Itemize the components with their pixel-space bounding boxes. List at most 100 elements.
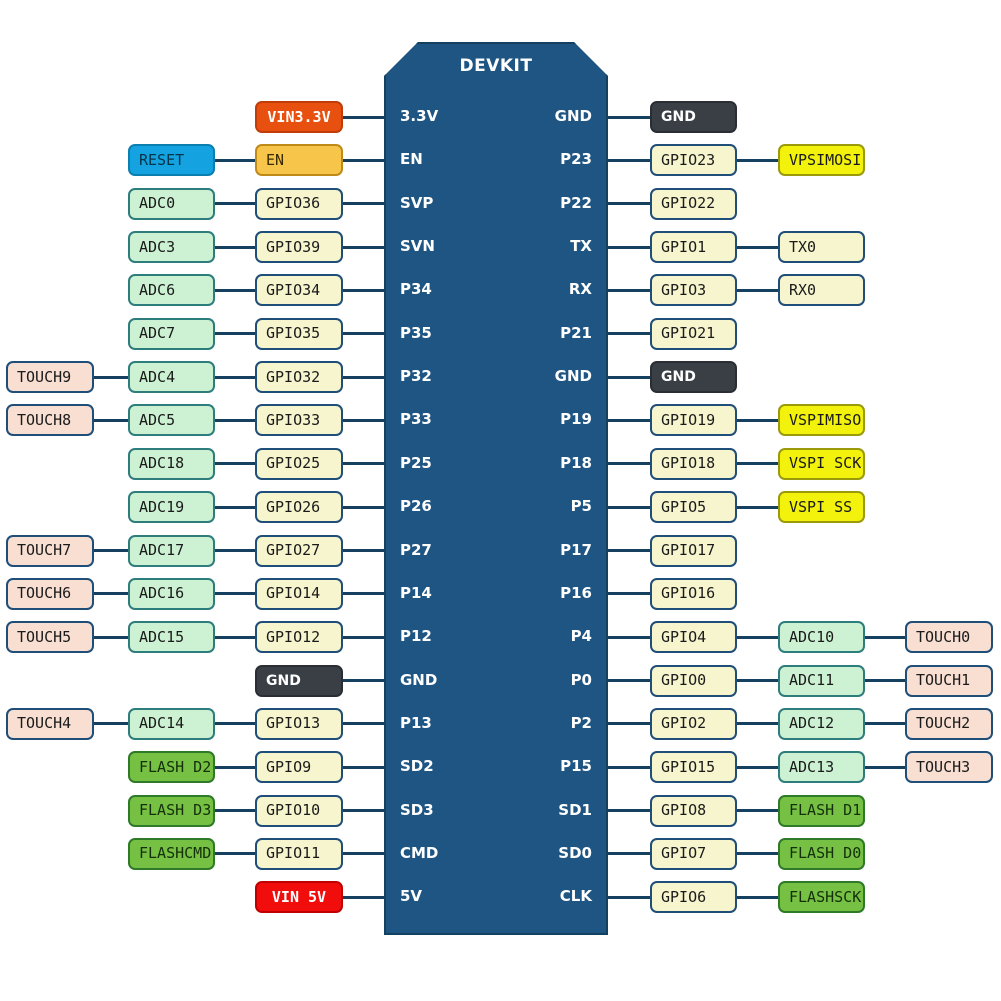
right-gpio-box-gpio8[interactable]: GPIO8 — [650, 794, 737, 827]
left-gpio-box-gpio26[interactable]: GPIO26 — [255, 491, 343, 524]
box-label: TOUCH5 — [17, 627, 72, 646]
left-func-box-adc16[interactable]: ADC16 — [128, 577, 215, 610]
box-label: FLASH D1 — [789, 801, 862, 820]
left-touch-box-touch8[interactable]: TOUCH8 — [6, 404, 94, 437]
right-gpio-box-gpio1[interactable]: GPIO1 — [650, 231, 737, 264]
right-func-box-vspimiso[interactable]: VSPIMISO — [778, 404, 865, 437]
right-func-box-vpsimosi[interactable]: VPSIMOSI — [778, 144, 865, 177]
box-label: GPIO7 — [661, 844, 707, 863]
box-label: GND — [266, 672, 301, 689]
right-gpio-box-gpio7[interactable]: GPIO7 — [650, 837, 737, 870]
left-gpio-box-gpio33[interactable]: GPIO33 — [255, 404, 343, 437]
left-func-box-adc14[interactable]: ADC14 — [128, 707, 215, 740]
right-gpio-box-gpio0[interactable]: GPIO0 — [650, 664, 737, 697]
right-gpio-box-gnd[interactable]: GND — [650, 101, 737, 133]
left-gpio-box-gpio34[interactable]: GPIO34 — [255, 274, 343, 307]
box-label: GND — [661, 369, 696, 386]
left-func-box-adc15[interactable]: ADC15 — [128, 621, 215, 654]
connector-line — [215, 765, 255, 769]
right-func-box-flash-d1[interactable]: FLASH D1 — [778, 794, 865, 827]
right-func-box-flashsck[interactable]: FLASHSCK — [778, 881, 865, 914]
right-gpio-box-gpio5[interactable]: GPIO5 — [650, 491, 737, 524]
left-gpio-box-gpio35[interactable]: GPIO35 — [255, 317, 343, 350]
left-func-box-adc3[interactable]: ADC3 — [128, 231, 215, 264]
connector-line — [215, 418, 255, 422]
right-func-box-adc13[interactable]: ADC13 — [778, 751, 865, 784]
right-touch-box-touch3[interactable]: TOUCH3 — [905, 751, 993, 784]
left-func-box-flash-d2[interactable]: FLASH D2 — [128, 751, 215, 784]
right-gpio-box-gpio6[interactable]: GPIO6 — [650, 881, 737, 914]
left-gpio-box-gpio12[interactable]: GPIO12 — [255, 621, 343, 654]
right-func-box-rx0[interactable]: RX0 — [778, 274, 865, 307]
left-gpio-box-gpio11[interactable]: GPIO11 — [255, 837, 343, 870]
right-gpio-box-gpio18[interactable]: GPIO18 — [650, 447, 737, 480]
right-gpio-box-gpio19[interactable]: GPIO19 — [650, 404, 737, 437]
left-gpio-box-vin-5v[interactable]: VIN 5V — [255, 881, 343, 914]
connector-line — [865, 679, 905, 683]
left-gpio-box-gpio14[interactable]: GPIO14 — [255, 577, 343, 610]
pin-label-p23: P23 — [560, 150, 592, 169]
connector-line — [215, 722, 255, 726]
left-func-box-adc7[interactable]: ADC7 — [128, 317, 215, 350]
right-gpio-box-gpio16[interactable]: GPIO16 — [650, 577, 737, 610]
pin-label-p21: P21 — [560, 323, 592, 342]
left-func-box-adc17[interactable]: ADC17 — [128, 534, 215, 567]
pin-label-svn: SVN — [400, 237, 435, 256]
right-func-box-adc11[interactable]: ADC11 — [778, 664, 865, 697]
box-label: VIN3.3V — [267, 107, 331, 126]
right-touch-box-touch1[interactable]: TOUCH1 — [905, 664, 993, 697]
left-gpio-box-gpio32[interactable]: GPIO32 — [255, 361, 343, 394]
left-func-box-adc4[interactable]: ADC4 — [128, 361, 215, 394]
left-func-box-flashcmd[interactable]: FLASHCMD — [128, 837, 215, 870]
box-label: GPIO9 — [266, 757, 312, 776]
left-func-box-adc6[interactable]: ADC6 — [128, 274, 215, 307]
right-func-box-tx0[interactable]: TX0 — [778, 231, 865, 264]
left-touch-box-touch9[interactable]: TOUCH9 — [6, 361, 94, 394]
right-func-box-adc12[interactable]: ADC12 — [778, 707, 865, 740]
left-touch-box-touch4[interactable]: TOUCH4 — [6, 707, 94, 740]
left-gpio-box-gpio10[interactable]: GPIO10 — [255, 794, 343, 827]
connector-line — [215, 852, 255, 856]
left-gpio-box-gpio39[interactable]: GPIO39 — [255, 231, 343, 264]
right-func-box-vspi-sck[interactable]: VSPI SCK — [778, 447, 865, 480]
left-func-box-adc19[interactable]: ADC19 — [128, 491, 215, 524]
right-gpio-box-gnd[interactable]: GND — [650, 361, 737, 394]
left-gpio-box-gpio27[interactable]: GPIO27 — [255, 534, 343, 567]
left-gpio-box-gpio25[interactable]: GPIO25 — [255, 447, 343, 480]
left-gpio-box-gpio36[interactable]: GPIO36 — [255, 187, 343, 220]
connector-line — [215, 592, 255, 596]
right-func-box-adc10[interactable]: ADC10 — [778, 621, 865, 654]
box-label: GPIO6 — [661, 887, 707, 906]
left-func-box-flash-d3[interactable]: FLASH D3 — [128, 794, 215, 827]
left-func-box-adc18[interactable]: ADC18 — [128, 447, 215, 480]
right-touch-box-touch0[interactable]: TOUCH0 — [905, 621, 993, 654]
left-gpio-box-vin3-3v[interactable]: VIN3.3V — [255, 101, 343, 133]
pin-label-p0: P0 — [570, 670, 592, 689]
left-gpio-box-gpio13[interactable]: GPIO13 — [255, 707, 343, 740]
pin-label-p5: P5 — [570, 497, 592, 516]
pin-label-p35: P35 — [400, 323, 432, 342]
right-gpio-box-gpio22[interactable]: GPIO22 — [650, 187, 737, 220]
pin-label-p4: P4 — [570, 627, 592, 646]
left-gpio-box-gpio9[interactable]: GPIO9 — [255, 751, 343, 784]
connector-line — [606, 592, 650, 596]
left-touch-box-touch6[interactable]: TOUCH6 — [6, 577, 94, 610]
right-gpio-box-gpio2[interactable]: GPIO2 — [650, 707, 737, 740]
right-gpio-box-gpio4[interactable]: GPIO4 — [650, 621, 737, 654]
left-gpio-box-en[interactable]: EN — [255, 144, 343, 177]
connector-line — [865, 635, 905, 639]
right-gpio-box-gpio23[interactable]: GPIO23 — [650, 144, 737, 177]
left-touch-box-touch7[interactable]: TOUCH7 — [6, 534, 94, 567]
left-func-box-adc5[interactable]: ADC5 — [128, 404, 215, 437]
left-func-box-adc0[interactable]: ADC0 — [128, 187, 215, 220]
left-func-box-reset[interactable]: RESET — [128, 144, 215, 177]
right-touch-box-touch2[interactable]: TOUCH2 — [905, 707, 993, 740]
right-gpio-box-gpio17[interactable]: GPIO17 — [650, 534, 737, 567]
left-touch-box-touch5[interactable]: TOUCH5 — [6, 621, 94, 654]
left-gpio-box-gnd[interactable]: GND — [255, 664, 343, 697]
right-func-box-flash-d0[interactable]: FLASH D0 — [778, 837, 865, 870]
right-func-box-vspi-ss[interactable]: VSPI SS — [778, 491, 865, 524]
right-gpio-box-gpio3[interactable]: GPIO3 — [650, 274, 737, 307]
right-gpio-box-gpio15[interactable]: GPIO15 — [650, 751, 737, 784]
right-gpio-box-gpio21[interactable]: GPIO21 — [650, 317, 737, 350]
